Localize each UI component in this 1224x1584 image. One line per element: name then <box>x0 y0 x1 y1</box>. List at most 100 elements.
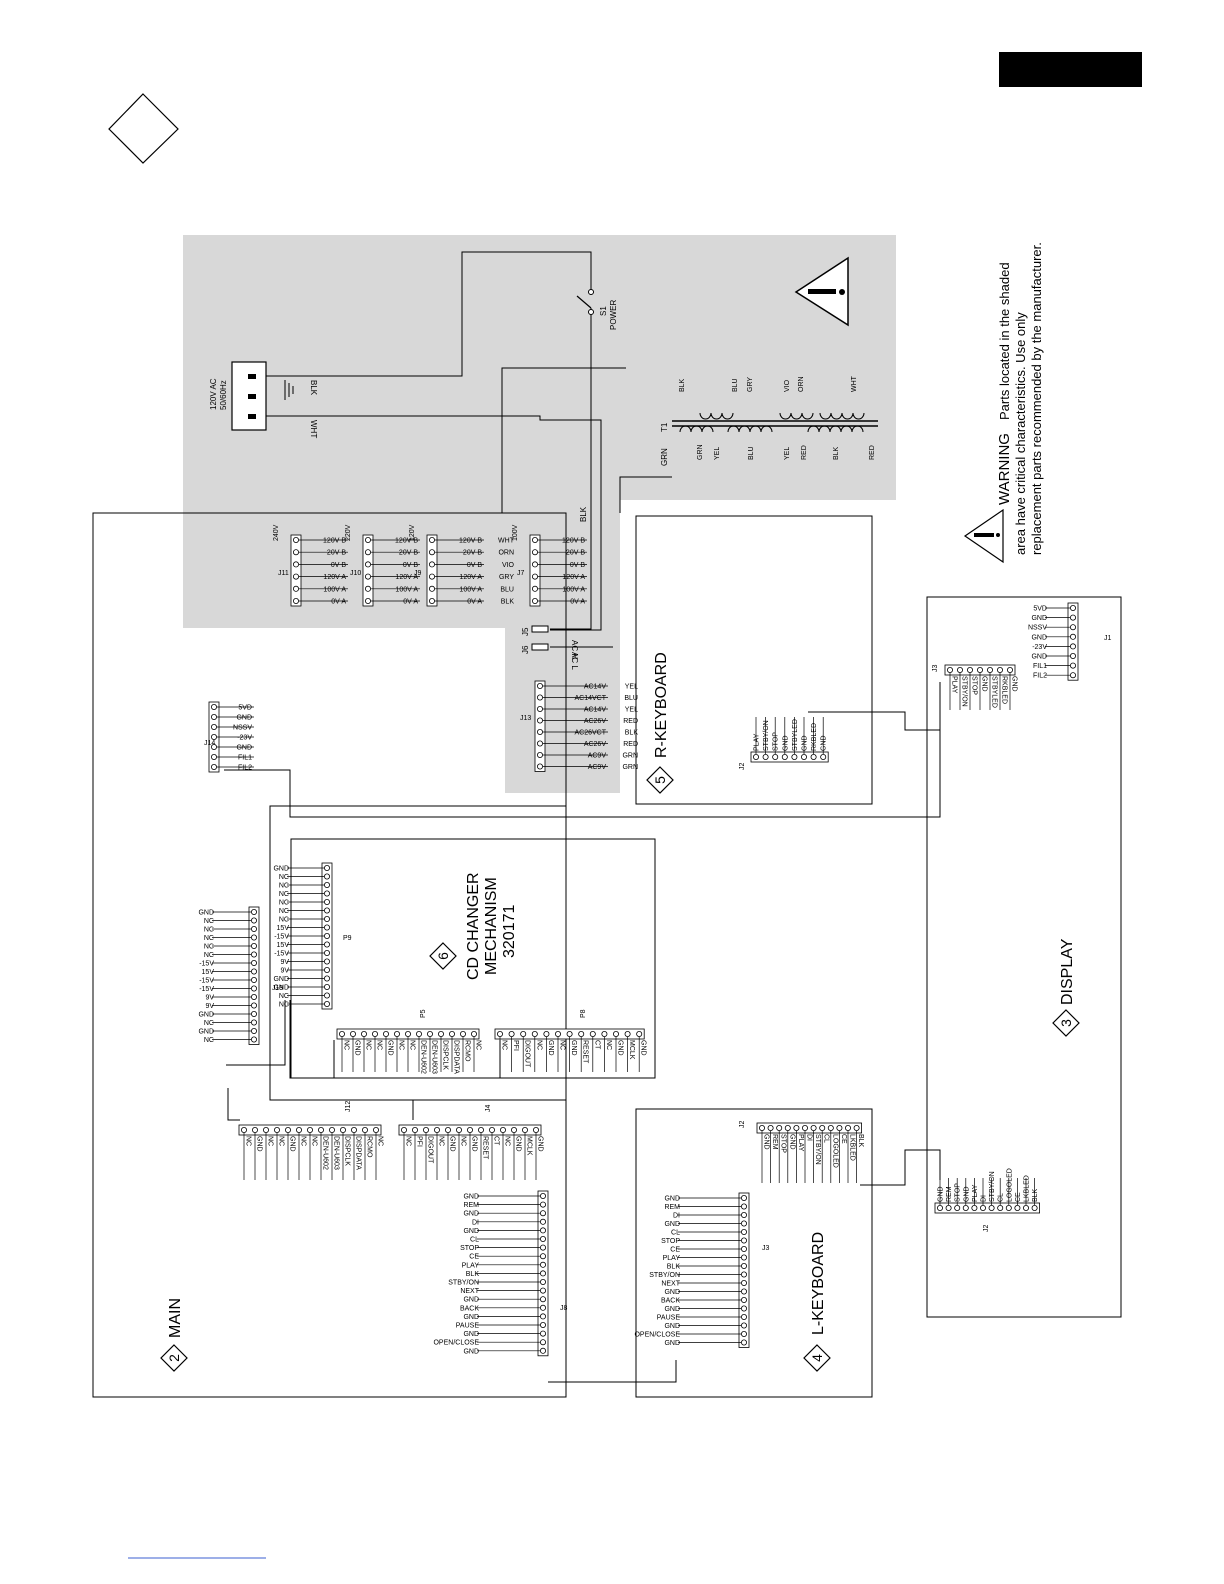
warning-small-exclaim-icon <box>974 533 994 537</box>
lk-j3-pin <box>741 1280 748 1287</box>
volt-j11-pin-label: 0V A <box>331 599 346 606</box>
board-tag-lkeyboard: 4 L-KEYBOARD <box>803 1232 831 1372</box>
main-j8-pin-label: GND <box>463 1228 479 1235</box>
main-j4-pin <box>400 1127 407 1134</box>
main-j8-pin-label: CL <box>470 1237 479 1244</box>
main-j8-pin-label: CE <box>469 1254 479 1261</box>
display-j2-pin <box>997 1205 1004 1212</box>
main-j8-pin-label: GND <box>463 1297 479 1304</box>
main-j4-pin <box>455 1127 462 1134</box>
rk-j2-ref: J2 <box>739 763 746 771</box>
main-j12-pin <box>240 1127 247 1134</box>
main-j19-pin-label: GND <box>198 1029 214 1036</box>
main-j8-pin <box>540 1322 547 1329</box>
main-j8-pin <box>540 1193 547 1200</box>
j14-pin <box>210 704 217 711</box>
display-j2-pin-label: LKBLED <box>1024 1175 1031 1202</box>
lk-j2-pin <box>819 1125 826 1132</box>
display-board-outline <box>926 596 1122 1318</box>
cd-board-outline <box>290 838 656 1079</box>
lk-j2-pin <box>827 1125 834 1132</box>
main-j12-pin <box>306 1127 313 1134</box>
rk-j2-pin <box>791 754 798 761</box>
lk-j3-pin <box>741 1271 748 1278</box>
display-j1-pin <box>1070 614 1077 621</box>
display-j3-pin-label: RKBLED <box>1001 676 1008 704</box>
board-tag-rkeyboard: 5 R-KEYBOARD <box>646 652 674 794</box>
cd-p5-pin-label: GND <box>354 1040 361 1056</box>
main-j4-pin-label: NC <box>460 1136 467 1146</box>
rk-j2-pin-label: RKBLED <box>811 723 818 751</box>
main-j8-pin <box>540 1218 547 1225</box>
cd-p9-pin <box>323 907 330 914</box>
main-j8-pin <box>540 1210 547 1217</box>
cd-p9-pin <box>323 924 330 931</box>
j5-label: J5 <box>521 627 530 636</box>
secondary-top-label: ORN <box>798 376 805 392</box>
main-j12-pin-label: DEN-U603 <box>333 1136 340 1170</box>
main-j12-pin <box>372 1127 379 1134</box>
main-j8-pin-label: OPEN/CLOSE <box>433 1340 479 1347</box>
main-j12-pin <box>328 1127 335 1134</box>
cd-p8-pin <box>578 1031 585 1038</box>
main-j4-pin <box>433 1127 440 1134</box>
lk-j3-pin-label: GND <box>664 1196 680 1203</box>
lk-j2-pin-label: PLAY <box>797 1134 804 1152</box>
display-j1-pin-label: 5VD <box>1033 606 1047 613</box>
volt-j7-pin <box>532 573 539 580</box>
display-j1-pin <box>1070 633 1077 640</box>
rk-j2-pin-label: PLAY <box>754 733 761 751</box>
cd-p5-pin <box>338 1031 345 1038</box>
cd-p9-ref: P9 <box>343 935 352 942</box>
cd-p9-pin-label: NC <box>279 900 289 907</box>
main-j4-pin-label: GND <box>449 1136 456 1152</box>
cd-p9-pin-label: 15V <box>277 925 290 932</box>
j14-pin-label: -23V <box>237 735 252 742</box>
display-j3-pin <box>967 667 974 674</box>
j13-pin <box>537 694 544 701</box>
main-j19-pin-label: 15V <box>202 969 215 976</box>
lk-j2-pin-label: GND <box>788 1134 795 1150</box>
cd-p8-pin-label: MCLK <box>628 1040 635 1060</box>
volt-j9-pin-label: 100V A <box>459 586 482 593</box>
main-j12-pin <box>251 1127 258 1134</box>
lk-j3-pin <box>741 1339 748 1346</box>
volt-j9-wire-label: VIO <box>502 562 515 569</box>
warning-exclaim-dot-icon <box>839 289 845 295</box>
rk-j2-pin-label: GND <box>821 735 828 751</box>
main-j19-pin-label: NC <box>204 918 214 925</box>
j14-pin-label: GND <box>236 745 252 752</box>
main-j12-pin <box>284 1127 291 1134</box>
j13-pin-label: AC26V <box>584 718 607 725</box>
volt-j7-pin <box>532 585 539 592</box>
volt-j9-pin-label: 0V A <box>467 599 482 606</box>
main-j8-pin <box>540 1261 547 1268</box>
main-j19-pin <box>250 943 257 950</box>
main-j8-pin-label: STOP <box>460 1245 479 1252</box>
lk-j3-pin-label: CL <box>671 1230 680 1237</box>
j5-connector <box>531 625 549 633</box>
volt-j10-pin <box>364 549 371 556</box>
main-j8-pin-label: STBY/ON <box>448 1280 479 1287</box>
main-j12-pin-label: NC <box>377 1136 384 1146</box>
display-j2-pin-label: STOP <box>955 1183 962 1202</box>
lk-j2-pin-label: DI <box>806 1134 813 1141</box>
display-j2-pin-label: BLK <box>1032 1188 1039 1202</box>
j14-pin <box>210 754 217 761</box>
volt-j7-pin-label: 20V B <box>566 550 585 557</box>
j14-pin-label: NSSV <box>233 725 252 732</box>
j13-pin <box>537 729 544 736</box>
rk-j2-pin <box>820 754 827 761</box>
ac-inlet <box>231 361 267 431</box>
main-j8-pin <box>540 1313 547 1320</box>
main-j19-pin-label: NC <box>204 944 214 951</box>
display-j1-pin-label: NSSV <box>1028 625 1047 632</box>
main-j4-pin-label: GND <box>471 1136 478 1152</box>
cd-p8-pin-label: DIGOUT <box>524 1040 531 1068</box>
main-j12-pin-label: DISPCLK <box>344 1136 351 1166</box>
switch-ref: S1 <box>599 306 608 316</box>
main-j19-pin <box>250 909 257 916</box>
j14-pin <box>210 744 217 751</box>
